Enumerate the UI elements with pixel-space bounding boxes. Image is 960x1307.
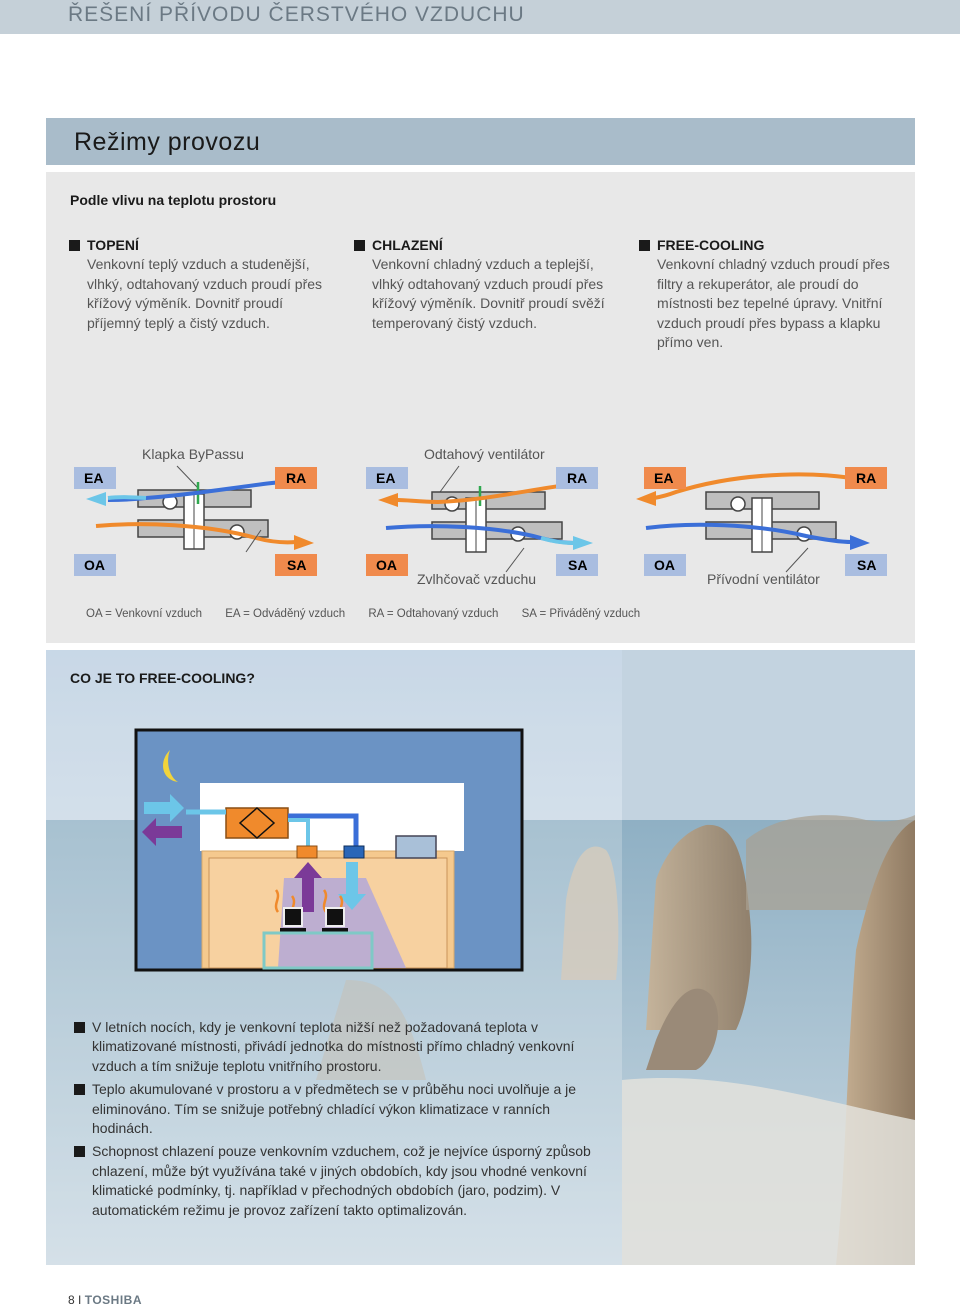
oa-tag: OA bbox=[654, 557, 675, 573]
bullet-square-icon bbox=[354, 240, 365, 251]
list-item-text: Schopnost chlazení pouze venkovním vzduc… bbox=[92, 1143, 591, 1218]
sa-tag: SA bbox=[287, 557, 306, 573]
free-cooling-section: CO JE TO FREE-COOLING? V letních nocích,… bbox=[46, 650, 915, 1265]
bullet-square-icon bbox=[74, 1022, 85, 1033]
mode-cooling: CHLAZENÍ Venkovní chladný vzduch a teple… bbox=[354, 236, 622, 333]
ra-tag: RA bbox=[856, 470, 876, 486]
mode-description: Venkovní chladný vzduch a teplejší, vlhk… bbox=[372, 256, 605, 331]
diagram-free-cooling: Přívodní ventilátor EA RA OA SA bbox=[636, 467, 887, 587]
sa-tag: SA bbox=[568, 557, 587, 573]
page-footer: 8 I TOSHIBA bbox=[68, 1293, 142, 1307]
mode-description: Venkovní chladný vzduch proudí přes filt… bbox=[657, 256, 890, 351]
modes-panel: Podle vlivu na teplotu prostoru TOPENÍ V… bbox=[46, 172, 915, 643]
list-item-text: Teplo akumulované v prostoru a v předmět… bbox=[92, 1081, 577, 1137]
ra-tag: RA bbox=[286, 470, 306, 486]
fresh-air-arrow-icon bbox=[144, 794, 184, 822]
modes-subtitle: Podle vlivu na teplotu prostoru bbox=[70, 192, 277, 208]
mode-heating: TOPENÍ Venkovní teplý vzduch a studenějš… bbox=[69, 236, 337, 333]
footer-separator: I bbox=[78, 1293, 82, 1307]
ea-tag: EA bbox=[376, 470, 395, 486]
bullet-square-icon bbox=[74, 1146, 85, 1158]
brand-name: TOSHIBA bbox=[84, 1293, 143, 1307]
humidifier-label: Zvlhčovač vzduchu bbox=[417, 571, 536, 587]
sa-tag: SA bbox=[857, 557, 876, 573]
coastline-photo bbox=[46, 650, 915, 1265]
bullet-square-icon bbox=[74, 1084, 85, 1096]
free-cooling-illustration bbox=[134, 728, 524, 972]
mode-heading: TOPENÍ bbox=[87, 237, 139, 253]
list-item: Teplo akumulované v prostoru a v předmět… bbox=[74, 1080, 604, 1138]
ea-tag: EA bbox=[84, 470, 103, 486]
page-number: 8 bbox=[68, 1293, 75, 1307]
bullet-square-icon bbox=[69, 240, 80, 251]
top-band: ŘEŠENÍ PŘÍVODU ČERSTVÉHO VZDUCHU bbox=[0, 0, 960, 34]
modes-title: Režimy provozu bbox=[74, 128, 261, 156]
bypass-label: Klapka ByPassu bbox=[142, 446, 244, 462]
diagram-cooling: Odtahový ventilátor Zvlhčovač vzduchu EA… bbox=[366, 446, 599, 587]
mode-heading: FREE-COOLING bbox=[657, 237, 765, 253]
exhaust-air-arrow-icon bbox=[142, 818, 182, 846]
modes-header: Režimy provozu bbox=[46, 118, 915, 165]
moon-icon bbox=[163, 750, 178, 782]
bullet-square-icon bbox=[639, 240, 650, 251]
legend-item: OA = Venkovní vzduch bbox=[86, 608, 203, 620]
diagram-heating: Klapka ByPassu EA RA OA SA bbox=[74, 446, 317, 576]
legend-item: RA = Odtahovaný vzduch bbox=[368, 608, 499, 620]
exhaust-fan-label: Odtahový ventilátor bbox=[424, 446, 545, 462]
mode-description: Venkovní teplý vzduch a studenější, vlhk… bbox=[87, 256, 323, 331]
supply-fan-label: Přívodní ventilátor bbox=[707, 571, 820, 587]
page-header-title: ŘEŠENÍ PŘÍVODU ČERSTVÉHO VZDUCHU bbox=[68, 3, 525, 26]
legend-item: SA = Přiváděný vzduch bbox=[521, 608, 641, 620]
legend-item: EA = Odváděný vzduch bbox=[225, 608, 346, 620]
ea-tag: EA bbox=[654, 470, 673, 486]
free-cooling-list: V letních nocích, kdy je venkovní teplot… bbox=[74, 1018, 604, 1224]
oa-tag: OA bbox=[376, 557, 397, 573]
list-item-text: V letních nocích, kdy je venkovní teplot… bbox=[92, 1019, 575, 1074]
oa-tag: OA bbox=[84, 557, 105, 573]
mode-heading: CHLAZENÍ bbox=[372, 237, 443, 253]
ra-tag: RA bbox=[567, 470, 587, 486]
airflow-diagrams: Klapka ByPassu EA RA OA SA O bbox=[74, 446, 887, 587]
mode-free-cooling: FREE-COOLING Venkovní chladný vzduch pro… bbox=[639, 236, 897, 352]
free-cooling-title: CO JE TO FREE-COOLING? bbox=[70, 670, 255, 686]
list-item: V letních nocích, kdy je venkovní teplot… bbox=[74, 1018, 604, 1076]
list-item: Schopnost chlazení pouze venkovním vzduc… bbox=[74, 1142, 604, 1220]
airflow-legend: OA = Venkovní vzduch EA = Odváděný vzduc… bbox=[86, 608, 660, 620]
